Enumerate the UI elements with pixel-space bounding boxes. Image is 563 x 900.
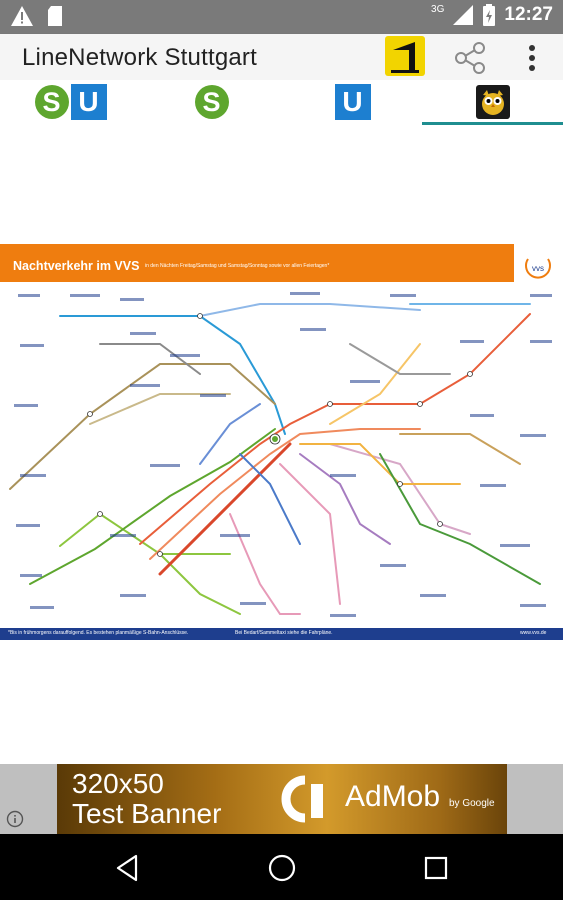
overflow-menu-icon[interactable] — [522, 42, 542, 74]
network-map[interactable]: Nachtverkehr im VVS in den Nächten Freit… — [0, 244, 563, 642]
tab-s[interactable]: S — [141, 80, 282, 124]
u-bahn-icon: U — [334, 84, 371, 120]
tab-bar: S U S U — [0, 80, 563, 126]
admob-logo-icon — [281, 775, 323, 823]
network-type: 3G — [431, 3, 445, 15]
app-title: LineNetwork Stuttgart — [22, 44, 257, 71]
map-footer: *Bis in frühmorgens darauffolgend. Es be… — [0, 628, 563, 640]
map-footer-right: www.vvs.de — [520, 630, 547, 636]
map-header: Nachtverkehr im VVS in den Nächten Freit… — [0, 244, 514, 282]
ad-banner-text: Test Banner — [72, 798, 222, 829]
s-bahn-icon: S — [194, 85, 229, 119]
u-bahn-icon: U — [70, 84, 107, 120]
tab-night[interactable] — [422, 80, 563, 124]
app-logo-icon[interactable] — [385, 36, 425, 76]
tab-u[interactable]: U — [282, 80, 423, 124]
navigation-bar — [0, 834, 563, 900]
ad-banner[interactable]: 320x50 Test Banner AdMob by Google — [57, 764, 507, 834]
map-lines — [9, 292, 552, 617]
battery-icon — [483, 4, 496, 26]
map-title: Nachtverkehr im VVS — [13, 259, 140, 273]
home-icon[interactable] — [264, 850, 300, 886]
owl-icon — [475, 85, 510, 119]
ad-by-google: by Google — [449, 798, 495, 809]
app-bar: LineNetwork Stuttgart — [0, 34, 563, 80]
share-icon[interactable] — [452, 40, 488, 76]
s-bahn-icon: S — [34, 85, 69, 119]
vvs-logo-text: vvs — [532, 264, 544, 273]
sd-card-icon — [48, 6, 62, 26]
admob-brand-text: AdMob — [345, 780, 441, 813]
map-footer-mid: Bei Bedarf/Sammeltaxi siehe die Fahrplän… — [235, 630, 333, 636]
tab-s-u[interactable]: S U — [0, 80, 141, 124]
signal-icon — [453, 5, 474, 25]
ad-size-text: 320x50 — [72, 768, 164, 799]
info-icon[interactable] — [6, 810, 24, 828]
map-subtitle: in den Nächten Freitag/Samstag und Samst… — [145, 263, 330, 269]
recents-icon[interactable] — [418, 850, 454, 886]
vvs-logo: vvs — [525, 258, 551, 279]
warning-icon — [11, 6, 33, 26]
ad-bar: 320x50 Test Banner AdMob by Google — [0, 764, 563, 834]
status-bar: 3G 12:27 — [0, 0, 563, 34]
clock: 12:27 — [504, 4, 553, 25]
back-icon[interactable] — [110, 850, 146, 886]
tab-indicator — [422, 122, 563, 125]
map-footer-left: *Bis in frühmorgens darauffolgend. Es be… — [8, 630, 189, 636]
